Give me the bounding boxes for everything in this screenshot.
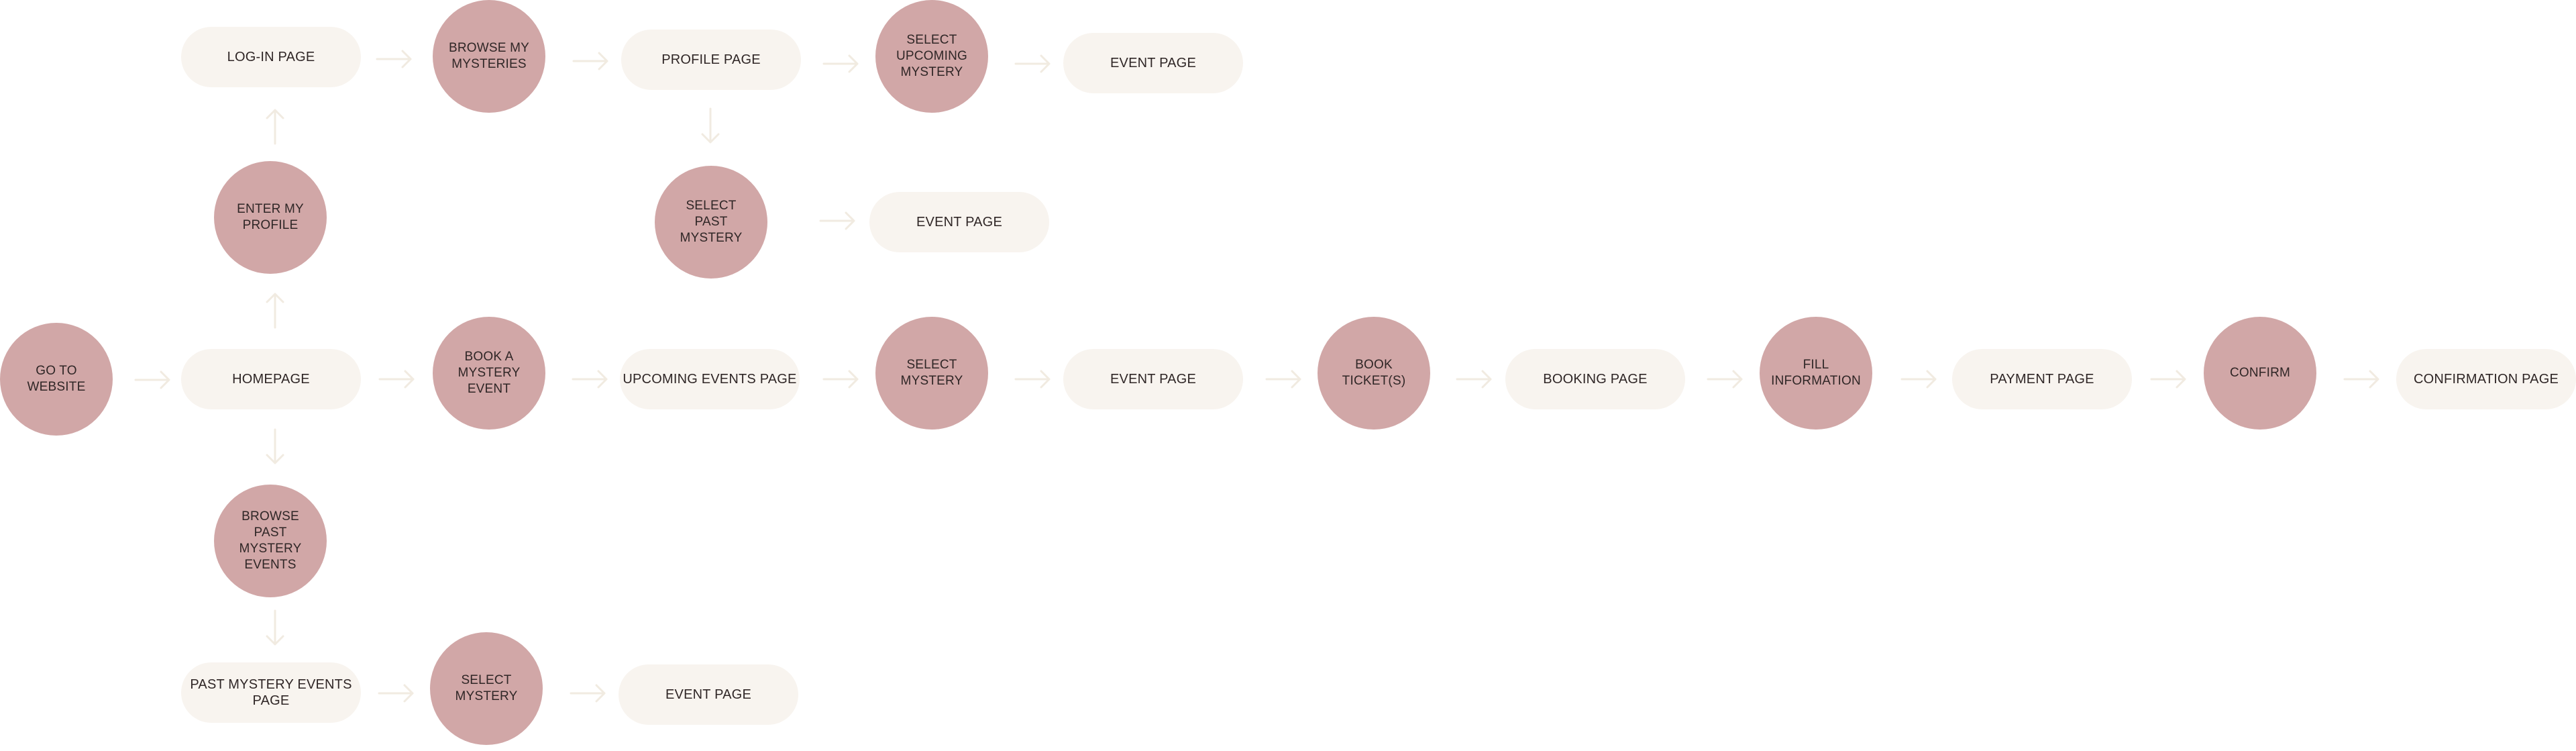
page-booking-label: BOOKING PAGE [1543,372,1648,387]
arrow-right-icon [1456,370,1492,389]
arrow-right-icon [822,54,859,73]
step-go-to-website-label: GO TO WEBSITE [27,364,86,394]
page-upcoming-events-label: UPCOMING EVENTS PAGE [623,372,797,387]
step-book-a-mystery-event: BOOK A MYSTERY EVENT [433,317,545,430]
arrow-right-icon [1014,54,1051,73]
step-fill-information: FILL INFORMATION [1760,317,1872,430]
step-select-mystery-past-label: SELECT MYSTERY [455,673,518,703]
page-event-upcoming-profile: EVENT PAGE [1063,33,1243,93]
page-homepage: HOMEPAGE [181,349,361,409]
step-book-a-mystery-event-label: BOOK A MYSTERY EVENT [458,350,521,396]
step-select-past-mystery-label: SELECT PAST MYSTERY [680,199,743,245]
page-upcoming-events: UPCOMING EVENTS PAGE [620,349,800,409]
page-payment: PAYMENT PAGE [1952,349,2132,409]
step-enter-my-profile-label: ENTER MY PROFILE [237,202,304,232]
page-event-past-profile-label: EVENT PAGE [916,215,1002,230]
arrow-right-icon [572,52,608,70]
arrow-right-icon [1900,370,1937,389]
step-select-upcoming-mystery: SELECT UPCOMING MYSTERY [875,0,988,113]
step-select-past-mystery: SELECT PAST MYSTERY [655,166,767,279]
page-confirmation: CONFIRMATION PAGE [2396,349,2576,409]
arrow-down-icon [701,107,720,144]
step-enter-my-profile: ENTER MY PROFILE [214,161,327,274]
step-fill-information-label: FILL INFORMATION [1771,358,1861,388]
step-select-mystery-booking-label: SELECT MYSTERY [900,358,963,388]
page-profile: PROFILE PAGE [621,30,801,90]
page-log-in-label: LOG-IN PAGE [227,50,315,64]
page-payment-label: PAYMENT PAGE [1990,372,2094,387]
arrow-up-icon [266,109,284,145]
page-profile-label: PROFILE PAGE [661,52,761,67]
page-booking: BOOKING PAGE [1505,349,1685,409]
page-past-mystery-events-label: PAST MYSTERY EVENTS PAGE [190,677,352,708]
step-browse-past-mystery-events-label: BROWSE PAST MYSTERY EVENTS [239,509,302,572]
arrow-right-icon [570,684,606,703]
page-confirmation-label: CONFIRMATION PAGE [2414,372,2559,387]
page-event-past-events: EVENT PAGE [619,664,798,725]
page-event-upcoming-profile-label: EVENT PAGE [1110,56,1196,70]
page-event-booking: EVENT PAGE [1063,349,1243,409]
step-select-mystery-past: SELECT MYSTERY [430,632,543,745]
arrow-right-icon [572,370,608,389]
arrow-down-icon [266,609,284,646]
page-event-past-events-label: EVENT PAGE [665,687,751,702]
arrow-up-icon [266,293,284,329]
step-book-tickets-label: BOOK TICKET(S) [1342,358,1406,388]
arrow-right-icon [378,684,414,703]
step-browse-past-mystery-events: BROWSE PAST MYSTERY EVENTS [214,485,327,597]
arrow-right-icon [134,370,170,389]
arrow-right-icon [1014,370,1051,389]
arrow-right-icon [2343,370,2379,389]
arrow-right-icon [822,370,859,389]
step-browse-my-mysteries: BROWSE MY MYSTERIES [433,0,545,113]
arrow-right-icon [1265,370,1301,389]
arrow-down-icon [266,428,284,464]
page-event-past-profile: EVENT PAGE [869,192,1049,252]
arrow-right-icon [1707,370,1743,389]
step-confirm-label: CONFIRM [2229,366,2291,380]
page-homepage-label: HOMEPAGE [232,372,310,387]
page-event-booking-label: EVENT PAGE [1110,372,1196,387]
page-log-in: LOG-IN PAGE [181,27,361,87]
page-past-mystery-events: PAST MYSTERY EVENTS PAGE [181,662,361,723]
arrow-right-icon [376,50,412,68]
arrow-right-icon [819,211,855,230]
step-browse-my-mysteries-label: BROWSE MY MYSTERIES [448,41,530,71]
arrow-right-icon [2150,370,2186,389]
step-confirm: CONFIRM [2204,317,2316,430]
step-select-upcoming-mystery-label: SELECT UPCOMING MYSTERY [896,33,968,79]
step-select-mystery-booking: SELECT MYSTERY [875,317,988,430]
step-book-tickets: BOOK TICKET(S) [1318,317,1430,430]
step-go-to-website: GO TO WEBSITE [0,323,113,436]
arrow-right-icon [378,370,415,389]
